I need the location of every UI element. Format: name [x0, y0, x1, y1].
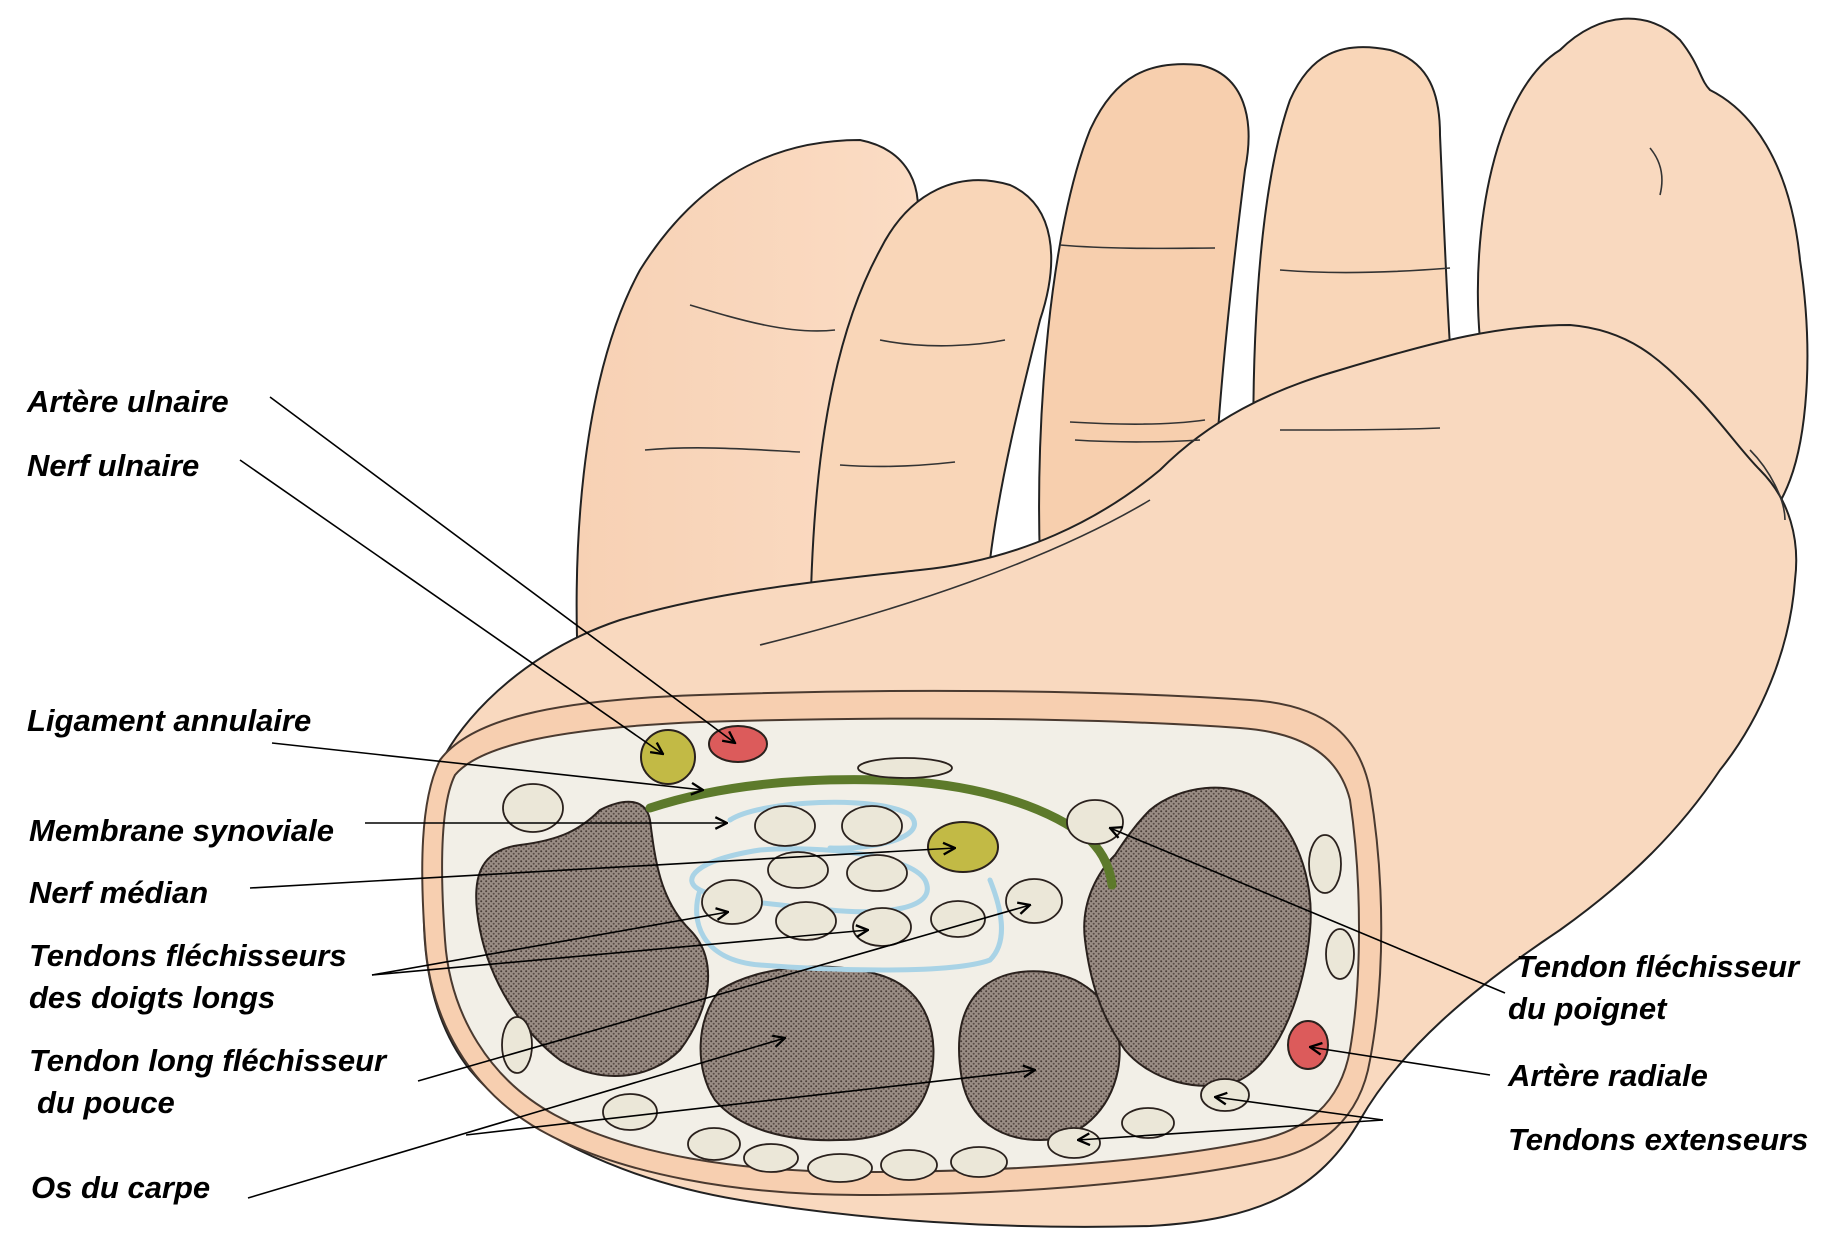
tendon-ext-6 — [950, 1146, 1008, 1178]
label-tendons-flechisseurs: Tendons fléchisseurs des doigts longs — [29, 935, 347, 1019]
tendon-flexor-1 — [754, 805, 816, 847]
leader-nerf-median — [249, 848, 955, 889]
tendon-flexor-8 — [930, 900, 986, 938]
ulnar-artery-dot — [708, 725, 768, 763]
tendons — [501, 757, 1355, 1183]
tendon-ext-4 — [807, 1153, 873, 1183]
median-nerve-dot — [927, 821, 999, 873]
leader-tendons-flechisseurs-a — [371, 912, 728, 976]
leader-tendon-long-flechisseur — [417, 905, 1030, 1082]
tendon-right-1 — [1308, 834, 1342, 894]
leader-lines — [239, 396, 1506, 1199]
label-artere-ulnaire: Artère ulnaire — [27, 384, 229, 419]
leader-tendon-flechisseur-poignet — [1110, 828, 1506, 994]
ligament-annulaire — [645, 775, 1117, 890]
tendon-ext-1 — [602, 1093, 658, 1131]
carpal-bone-ulnar — [475, 800, 710, 1077]
tendon-right-2 — [1325, 928, 1355, 980]
label-tendons-extenseurs: Tendons extenseurs — [1508, 1122, 1809, 1157]
label-tendon-long-flechisseur: Tendon long fléchisseur du pouce — [29, 1040, 386, 1124]
tendon-flexor-5 — [701, 879, 763, 925]
tendon-ext-9 — [1200, 1078, 1250, 1112]
radial-artery-dot — [1287, 1020, 1329, 1070]
leader-os-carpe-a — [247, 1038, 785, 1199]
tendon-ext-5 — [880, 1149, 938, 1181]
tendon-flexor-4 — [846, 854, 908, 892]
label-tendon-flechisseur-poignet-line2: du poignet — [1508, 991, 1667, 1026]
leader-artere-ulnaire — [269, 396, 735, 743]
tendon-ulnar-superficial — [502, 783, 564, 833]
label-tendon-flechisseur-poignet: Tendon fléchisseur du poignet — [1508, 946, 1799, 1030]
tendon-ext-8 — [1121, 1107, 1175, 1139]
tendon-flexor-3 — [767, 851, 829, 889]
label-nerf-median: Nerf médian — [29, 875, 209, 910]
carpal-bone-middle — [958, 970, 1121, 1142]
leader-ligament-annulaire — [271, 742, 703, 790]
label-artere-radiale: Artère radiale — [1508, 1058, 1708, 1093]
tendon-left-1 — [501, 1016, 533, 1074]
leader-os-carpe-b — [465, 1070, 1035, 1136]
tendon-top — [857, 757, 953, 779]
tendon-ext-7 — [1047, 1127, 1101, 1159]
label-tendon-long-flechisseur-line2: du pouce — [37, 1085, 175, 1120]
label-ligament-annulaire: Ligament annulaire — [27, 703, 312, 738]
middle-finger — [1038, 63, 1250, 561]
leader-artere-radiale — [1310, 1047, 1491, 1076]
tendon-flexor-2 — [841, 805, 903, 847]
leader-tendons-extenseurs-a — [1215, 1097, 1384, 1121]
label-nerf-ulnaire: Nerf ulnaire — [27, 448, 200, 483]
ring-finger — [808, 179, 1053, 661]
label-tendons-flechisseurs-line1: Tendons fléchisseurs — [29, 938, 347, 973]
tendon-flexor-carpi — [1066, 799, 1124, 845]
leader-nerf-ulnaire — [239, 459, 663, 754]
tendon-ext-3 — [743, 1143, 799, 1173]
carpal-bones — [475, 786, 1312, 1142]
leader-tendons-extenseurs-b — [1078, 1119, 1384, 1140]
tendon-ext-2 — [687, 1127, 741, 1161]
label-tendons-flechisseurs-line2: des doigts longs — [29, 980, 276, 1015]
tendon-flexor-6 — [775, 901, 837, 941]
label-os-du-carpe: Os du carpe — [31, 1170, 211, 1205]
tendon-flexor-7 — [852, 907, 912, 947]
label-membrane-synoviale: Membrane synoviale — [29, 813, 334, 848]
ulnar-nerve-dot — [640, 729, 696, 785]
label-tendon-flechisseur-poignet-line1: Tendon fléchisseur — [1516, 949, 1800, 984]
leader-tendons-flechisseurs-b — [371, 930, 868, 976]
tendon-flexor-pollicis-longus — [1005, 878, 1063, 924]
label-tendon-long-flechisseur-line1: Tendon long fléchisseur — [29, 1043, 387, 1078]
wrist-section — [421, 689, 1383, 1197]
